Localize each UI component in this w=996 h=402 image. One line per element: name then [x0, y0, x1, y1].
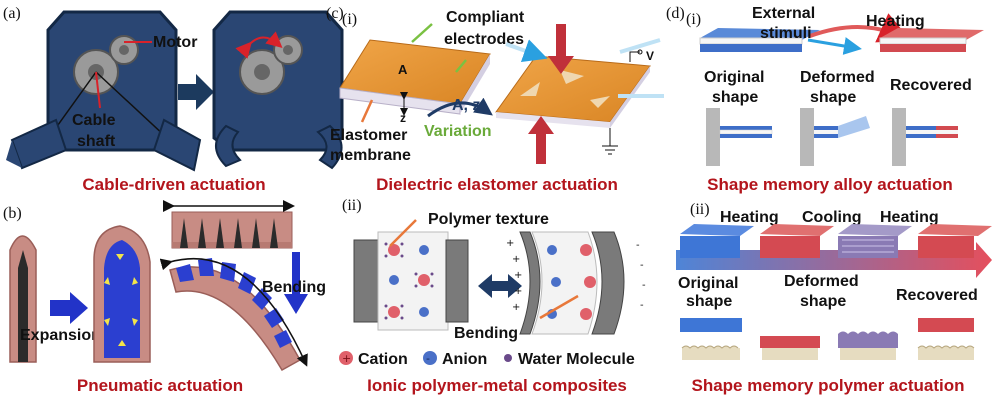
heating-label: Heating [866, 13, 925, 30]
svg-text:-: - [640, 260, 644, 271]
svg-text:+: + [506, 238, 514, 249]
recovered2-label: Recovered [896, 287, 978, 304]
sma-cantilever-deformed [800, 108, 870, 166]
panel-d-label: (d) [666, 5, 685, 22]
caption-smp: Shape memory polymer actuation [691, 376, 964, 395]
svg-text:-: - [640, 300, 644, 311]
panel-b-label: (b) [3, 205, 22, 222]
az-label: A, z [452, 97, 480, 114]
sma-strip [699, 13, 984, 55]
bending-arrow [284, 252, 308, 314]
ipmc-bending-label: Bending [454, 325, 518, 342]
panel-a-label: (a) [3, 5, 21, 22]
external-label-line1: External [752, 5, 815, 22]
panel-b: (b) Expansion [3, 200, 326, 395]
deformed2-label-line1: Deformed [784, 273, 859, 290]
elastomer-label-line1: Elastomer [330, 127, 407, 144]
cooling-label: Cooling [802, 209, 862, 226]
sma-cantilever-original [706, 108, 773, 166]
panel-a: (a) Motor [3, 5, 344, 194]
sma-cantilever-recovered [892, 108, 958, 166]
svg-text:+: + [512, 302, 520, 313]
expansion-label: Expansion [20, 327, 101, 344]
elastomer-slab-stretched [495, 40, 664, 128]
caption-dielectric: Dielectric elastomer actuation [376, 175, 618, 194]
legend-cation: Cation [358, 351, 408, 368]
svg-text:+: + [342, 352, 351, 365]
svg-text:+: + [514, 270, 522, 281]
panel-d-sub-ii: (ii) [690, 201, 710, 218]
svg-text:-: - [642, 280, 646, 291]
panel-c: (c) (i) A z Compliant electrodes A, z Va… [326, 5, 664, 395]
smp-samples [680, 318, 975, 360]
anion-icon [423, 351, 437, 365]
elastomer-slab-flat: A z [339, 39, 491, 125]
legend-water: Water Molecule [518, 351, 635, 368]
panel-c-label: (c) [326, 5, 344, 22]
cation-icon [339, 351, 353, 365]
caption-pneumatic: Pneumatic actuation [77, 376, 243, 395]
original-label-line2: shape [712, 89, 758, 106]
original2-label-line1: Original [678, 275, 738, 292]
pressure-arrows [104, 254, 138, 346]
pneumatic-strip [163, 200, 295, 249]
bidirectional-arrow [478, 274, 522, 298]
elastomer-label-line2: membrane [330, 147, 411, 164]
cable-label-line2: shaft [77, 133, 116, 150]
svg-text:-: - [636, 240, 640, 251]
svg-text:+: + [514, 286, 522, 297]
variation-arrow [427, 97, 493, 118]
pneumatic-bent-actuator [159, 257, 308, 372]
compression-arrow-bottom [528, 116, 554, 164]
ipmc-bent: +++++ ---- [506, 231, 646, 335]
original-label-line1: Original [704, 69, 764, 86]
panel-d: (d) (i) External stimuli Heating Origina… [666, 5, 992, 395]
recovered-label: Recovered [890, 77, 972, 94]
svg-text:+: + [512, 254, 520, 265]
heating2-label: Heating [720, 209, 779, 226]
caption-sma: Shape memory alloy actuation [707, 175, 953, 194]
variation-label: Variation [424, 123, 492, 140]
ion-legend: + Cation - Anion Water Molecule [339, 351, 635, 368]
deformed-label-line1: Deformed [800, 69, 875, 86]
motor-label: Motor [153, 34, 197, 51]
external-label-line2: stimuli [760, 25, 812, 42]
cable-label-line1: Cable [72, 112, 116, 129]
ipmc-straight [353, 231, 469, 331]
panel-c-sub-i: (i) [342, 11, 357, 28]
compression-arrow-top [548, 24, 574, 74]
legend-anion: Anion [442, 351, 487, 368]
cable-robot-right [212, 10, 344, 170]
expansion-arrow [50, 292, 88, 324]
caption-ipmc: Ionic polymer-metal composites [367, 376, 627, 395]
ipmc-ions-left [384, 242, 434, 320]
compliant-label-line1: Compliant [446, 9, 525, 26]
caption-cable-driven: Cable-driven actuation [82, 175, 265, 194]
heating3-label: Heating [880, 209, 939, 226]
svg-text:-: - [426, 352, 430, 365]
polymer-texture-label: Polymer texture [428, 211, 549, 228]
panel-c-sub-ii: (ii) [342, 197, 362, 214]
original2-label-line2: shape [686, 293, 732, 310]
voltage-label: V [646, 49, 654, 63]
transition-arrow [178, 74, 214, 110]
compliant-label-line2: electrodes [444, 31, 524, 48]
bending-label: Bending [262, 279, 326, 296]
area-label: A [398, 62, 408, 77]
thickness-label: z [400, 111, 406, 125]
panel-d-sub-i: (i) [686, 11, 701, 28]
smp-process-arrow [676, 224, 992, 278]
ground-icon [602, 128, 618, 155]
rotation-arrow [235, 31, 283, 59]
deformed2-label-line2: shape [800, 293, 846, 310]
deformed-label-line2: shape [810, 89, 856, 106]
cable-robot-left [6, 10, 202, 172]
water-molecule-icon [504, 354, 512, 362]
